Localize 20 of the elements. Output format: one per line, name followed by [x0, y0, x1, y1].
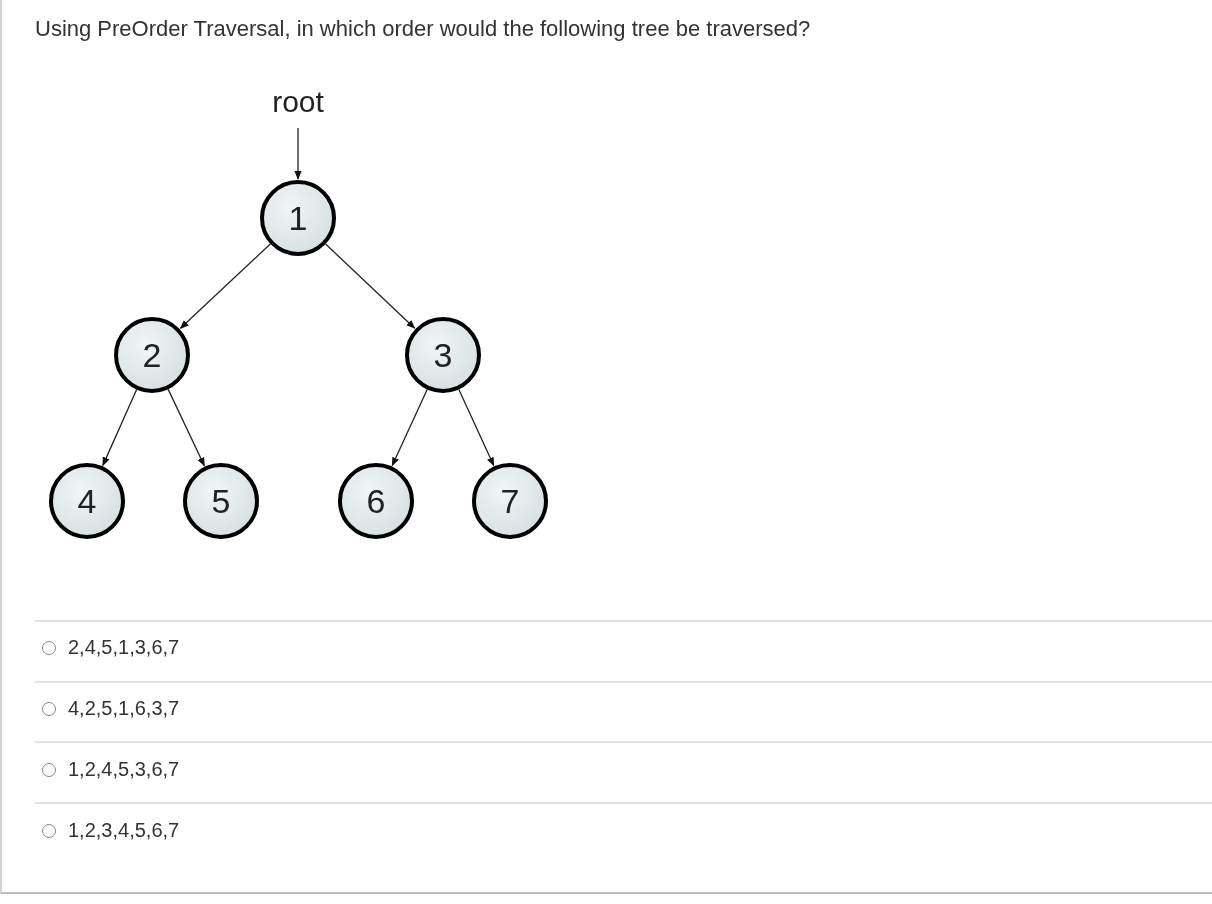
- tree-node-circle: 5: [183, 463, 259, 539]
- answer-option-text: 1,2,3,4,5,6,7: [68, 819, 180, 842]
- tree-node-circle: 6: [338, 463, 414, 539]
- tree-node-circle: 3: [405, 317, 481, 393]
- arrow: [102, 389, 138, 467]
- arrow: [294, 127, 302, 180]
- tree-node-circle: 7: [472, 463, 548, 539]
- question-text: Using PreOrder Traversal, in which order would the following tree be traversed?: [35, 16, 811, 42]
- arrow: [324, 243, 416, 329]
- arrow: [391, 388, 428, 467]
- tree-node-circle: 1: [260, 180, 336, 256]
- arrow: [179, 243, 271, 329]
- answer-option-text: 1,2,4,5,3,6,7: [68, 758, 180, 781]
- answer-option-text: 4,2,5,1,6,3,7: [68, 697, 180, 720]
- arrow: [167, 388, 205, 467]
- answer-option-text: 2,4,5,1,3,6,7: [68, 636, 180, 659]
- tree-node-circle: 2: [114, 317, 190, 393]
- arrow: [458, 388, 495, 467]
- tree-node-circle: 4: [49, 463, 125, 539]
- root-label: root: [264, 82, 332, 122]
